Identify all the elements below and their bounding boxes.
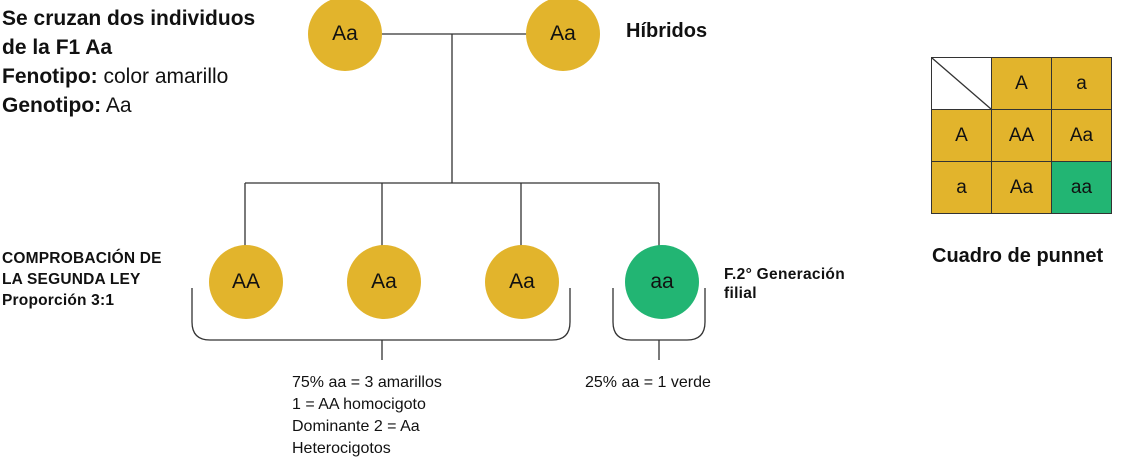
punnett-corner: [931, 57, 992, 110]
f2-generation-label: F.2° Generación filial: [724, 265, 845, 303]
offspring-2-label: Aa: [371, 270, 397, 293]
offspring-1-label: AA: [231, 270, 260, 293]
genotype-value: Aa: [101, 94, 132, 117]
parent-1-label: Aa: [332, 22, 358, 45]
second-law-line-3: Proporción 3:1: [2, 292, 115, 309]
phenotype-value: color amarillo: [97, 65, 229, 88]
f2-line-1: F.2° Generación: [724, 266, 845, 283]
genotype-key: Genotipo:: [2, 94, 102, 117]
punnett-row-head: a: [931, 161, 992, 214]
punnett-cell: Aa: [991, 161, 1052, 214]
recessive-summary-line-1: 25% aa = 1 verde: [585, 374, 711, 391]
dominant-summary-line-3: Dominante 2 = Aa: [292, 418, 420, 435]
punnett-row-head: A: [931, 109, 992, 162]
punnett-cell: aa: [1051, 161, 1112, 214]
parent-2-label: Aa: [550, 22, 576, 45]
punnett-row: A AA Aa: [931, 109, 1112, 162]
dominant-summary: 75% aa = 3 amarillos 1 = AA homocigoto D…: [292, 372, 442, 460]
punnett-cell: AA: [991, 109, 1052, 162]
punnett-cell: Aa: [1051, 109, 1112, 162]
info-line-2: de la F1 Aa: [2, 36, 113, 59]
offspring-4-label: aa: [650, 270, 674, 293]
second-law-line-1: COMPROBACIÓN DE: [2, 250, 162, 267]
f2-line-2: filial: [724, 285, 757, 302]
offspring-circle-4: aa: [625, 245, 699, 319]
punnett-row: a Aa aa: [931, 161, 1112, 214]
offspring-circle-2: Aa: [347, 245, 421, 319]
phenotype-line: Fenotipo: color amarillo: [2, 62, 255, 91]
offspring-circle-3: Aa: [485, 245, 559, 319]
punnett-col-head: a: [1051, 57, 1112, 110]
punnett-caption: Cuadro de punnet: [932, 245, 1104, 267]
dominant-summary-line-2: 1 = AA homocigoto: [292, 396, 426, 413]
dominant-summary-line-1: 75% aa = 3 amarillos: [292, 374, 442, 391]
punnett-header-row: A a: [931, 57, 1112, 110]
dominant-summary-line-4: Heterocigotos: [292, 440, 391, 457]
punnett-square: A a A AA Aa a Aa aa: [931, 57, 1112, 214]
parent-circle-2: Aa: [526, 0, 600, 71]
hybrids-label: Híbridos: [626, 20, 708, 42]
phenotype-key: Fenotipo:: [2, 65, 98, 88]
second-law-line-2: LA SEGUNDA LEY: [2, 271, 141, 288]
offspring-circle-1: AA: [209, 245, 283, 319]
punnett-col-head: A: [991, 57, 1052, 110]
corner-diagonal: [932, 58, 991, 109]
info-line-1: Se cruzan dos individuos: [2, 7, 256, 30]
recessive-summary: 25% aa = 1 verde: [585, 372, 711, 394]
genotype-line: Genotipo: Aa: [2, 91, 255, 120]
offspring-3-label: Aa: [509, 270, 535, 293]
parent-circle-1: Aa: [308, 0, 382, 71]
second-law-label: COMPROBACIÓN DE LA SEGUNDA LEY Proporció…: [2, 248, 162, 311]
bracket-dominant: [191, 288, 571, 341]
cross-info: Se cruzan dos individuos de la F1 Aa Fen…: [2, 4, 255, 120]
